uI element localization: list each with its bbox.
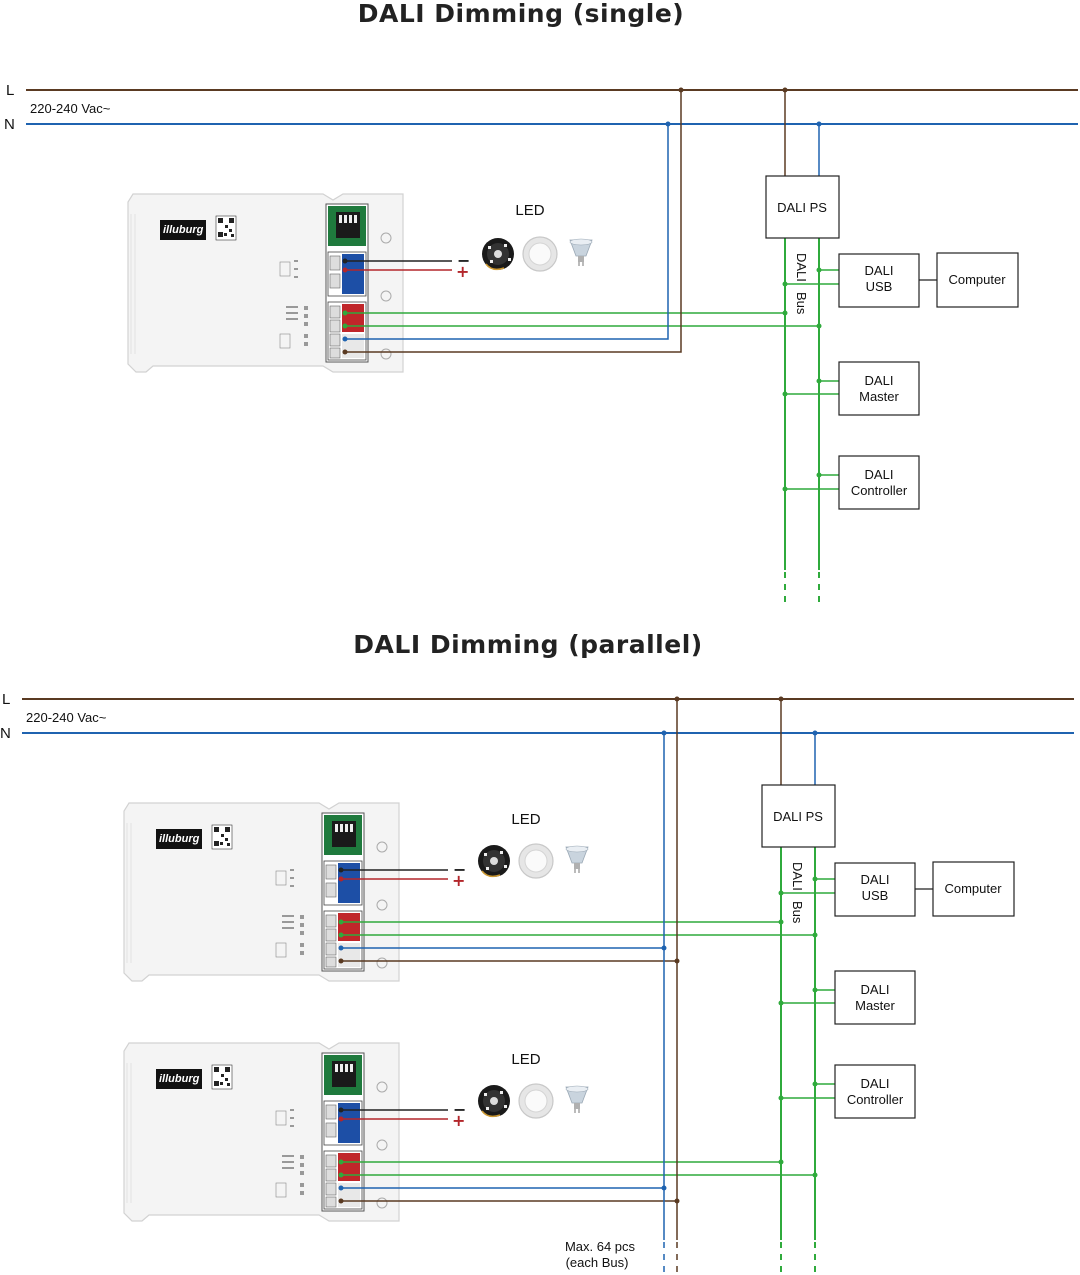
led-driver-1 (123, 802, 400, 982)
led-label: LED (515, 202, 544, 219)
svg-text:DALI PS: DALI PS (777, 200, 827, 215)
dali-controller-box: DALI Controller (834, 1064, 916, 1119)
max-devices-note: Max. 64 pcs (565, 1239, 636, 1254)
svg-text:Controller: Controller (847, 1092, 904, 1107)
driver-brand: illuburg (163, 224, 204, 236)
bus-label-bus: Bus (790, 901, 805, 924)
svg-text:USB: USB (862, 888, 889, 903)
svg-text:DALI PS: DALI PS (773, 809, 823, 824)
svg-text:Controller: Controller (851, 483, 908, 498)
led-driver (127, 193, 404, 373)
led-driver-2 (123, 1042, 400, 1222)
dali-ps-box: DALI PS (761, 784, 836, 848)
led-label: LED (511, 811, 540, 828)
dali-ps-box: DALI PS (765, 175, 840, 239)
svg-text:Computer: Computer (944, 881, 1002, 896)
voltage-label: 220-240 Vac~ (30, 101, 111, 116)
svg-text:DALI: DALI (861, 1076, 890, 1091)
output-plus: + (456, 262, 469, 281)
svg-text:Computer: Computer (948, 272, 1006, 287)
bus-label-bus: Bus (794, 292, 809, 315)
svg-text:DALI: DALI (861, 982, 890, 997)
dali-usb-box: DALI USB (838, 253, 920, 308)
led-lamp-icons (477, 1083, 589, 1119)
output-minus: − (457, 251, 470, 270)
svg-text:USB: USB (866, 279, 893, 294)
svg-text:Master: Master (855, 998, 895, 1013)
title-single: DALI Dimming (single) (358, 0, 684, 28)
section-single: DALI Dimming (single) L N 220-240 Vac~ i… (4, 0, 1078, 604)
label-n: N (0, 725, 11, 742)
output-minus: − (453, 1100, 466, 1119)
led-lamp-icons (477, 843, 589, 879)
output-plus: + (452, 1111, 465, 1130)
svg-text:DALI: DALI (865, 373, 894, 388)
led-lamp-icons (481, 236, 593, 272)
output-minus: − (453, 860, 466, 879)
bus-label-dali: DALI (794, 253, 809, 282)
svg-text:DALI: DALI (865, 263, 894, 278)
voltage-label: 220-240 Vac~ (26, 710, 107, 725)
label-l: L (2, 691, 10, 708)
svg-text:DALI: DALI (861, 872, 890, 887)
bus-label-dali: DALI (790, 862, 805, 891)
driver-brand: illuburg (159, 1073, 200, 1085)
max-devices-note-sub: (each Bus) (566, 1255, 629, 1270)
driver-brand: illuburg (159, 833, 200, 845)
computer-box: Computer (936, 252, 1019, 308)
label-l: L (6, 82, 14, 99)
dali-master-box: DALI Master (838, 361, 920, 416)
computer-box: Computer (932, 861, 1015, 917)
dali-controller-box: DALI Controller (838, 455, 920, 510)
dali-master-box: DALI Master (834, 970, 916, 1025)
section-parallel: DALI Dimming (parallel) L N 220-240 Vac~… (0, 630, 1074, 1274)
svg-text:Master: Master (859, 389, 899, 404)
led-label: LED (511, 1051, 540, 1068)
dali-usb-box: DALI USB (834, 862, 916, 917)
title-parallel: DALI Dimming (parallel) (353, 630, 702, 659)
svg-text:DALI: DALI (865, 467, 894, 482)
label-n: N (4, 116, 15, 133)
output-plus: + (452, 871, 465, 890)
